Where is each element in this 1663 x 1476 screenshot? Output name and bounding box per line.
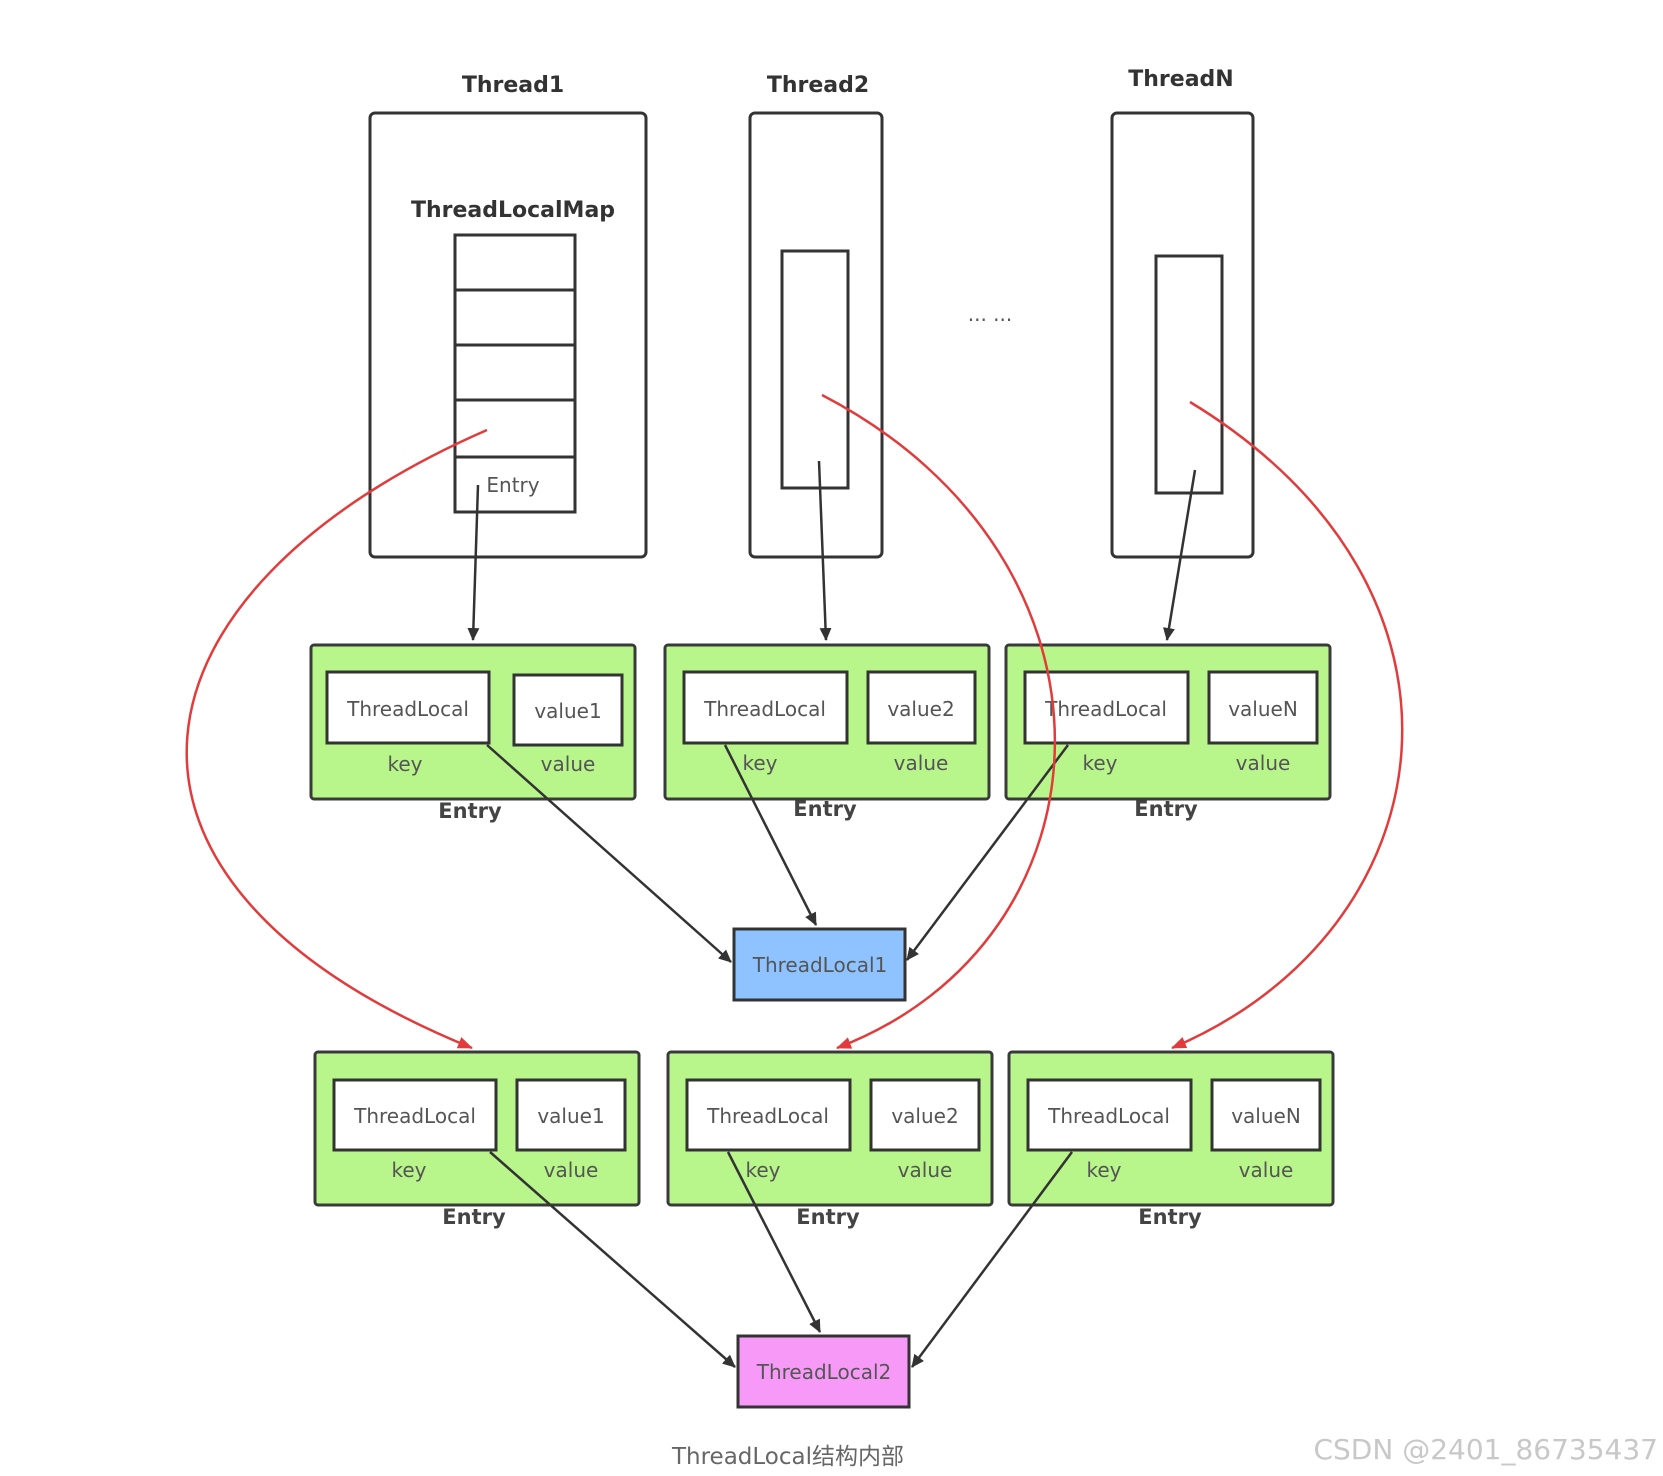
red-arrow-threadn-to-entry-2-3 (1171, 400, 1404, 1050)
entry-1-3-value-label: value (1236, 751, 1291, 775)
entry-1-2-value-text: value2 (887, 697, 954, 721)
thread2-map-box (780, 249, 850, 490)
entry-2-1-key-label: key (391, 1158, 426, 1182)
entry-1-1-value-box (512, 673, 624, 747)
map-cell-2 (453, 288, 577, 347)
threadn-title: ThreadN (1128, 67, 1233, 92)
arrow-thread2-to-entry (817, 460, 832, 641)
entry-1-1-key-box (325, 670, 491, 745)
entry-1-3-key-label: key (1082, 751, 1117, 775)
threadlocalmap-label: ThreadLocalMap (411, 198, 615, 223)
arrow-entry-1-1-to-threadlocal1 (486, 744, 732, 963)
entry-2-3-key-label: key (1086, 1158, 1121, 1182)
entry-2-1-value-label: value (544, 1158, 599, 1182)
thread2-title: Thread2 (767, 73, 869, 98)
entry-1-1-value-text: value1 (534, 699, 601, 723)
entry-1-1-caption: Entry (438, 799, 502, 823)
threadlocalmap-table (453, 233, 577, 514)
entry-2-3: ThreadLocal valueN key value Entry (1007, 1050, 1335, 1229)
threadlocal1-node (732, 927, 907, 1002)
entry-1-1: ThreadLocal value1 key value Entry (309, 643, 637, 823)
entry-2-3-key-box (1026, 1078, 1193, 1152)
entry-2-1-caption: Entry (442, 1205, 506, 1229)
entry-2-1: ThreadLocal value1 key value Entry (313, 1050, 641, 1229)
arrow-entry-2-3-to-threadlocal2 (910, 1151, 1074, 1368)
entry-2-3-value-text: valueN (1231, 1104, 1301, 1128)
entry-2-3-key-text: ThreadLocal (1047, 1104, 1170, 1128)
entry-1-2: ThreadLocal value2 key value Entry (663, 643, 991, 821)
thread1-title: Thread1 (462, 73, 564, 98)
entry-1-3-value-box (1207, 670, 1319, 745)
threadlocal2-node (736, 1334, 911, 1409)
entry-1-3-key-text: ThreadLocal (1044, 697, 1167, 721)
entry-1-1-key-text: ThreadLocal (346, 697, 469, 721)
entry-2-1-key-text: ThreadLocal (353, 1104, 476, 1128)
arrow-entry-1-2-to-threadlocal1 (723, 744, 818, 926)
entry-row-1: ThreadLocal value1 key value Entry Threa… (309, 643, 1332, 823)
entry-2-2-key-text: ThreadLocal (706, 1104, 829, 1128)
entry-1-2-value-label: value (894, 751, 949, 775)
entry-1-2-caption: Entry (793, 797, 857, 821)
entry-1-2-key-label: key (742, 751, 777, 775)
map-entry-label: Entry (486, 473, 539, 497)
entry-2-1-value-box (515, 1078, 627, 1152)
entry-1-3-value-text: valueN (1228, 697, 1298, 721)
entry-2-2: ThreadLocal value2 key value Entry (666, 1050, 994, 1229)
entry-2-2-key-label: key (745, 1158, 780, 1182)
map-cell-1 (453, 233, 577, 292)
red-arrow-thread1-to-entry-2-1 (185, 428, 488, 1050)
entry-2-2-key-box (685, 1078, 852, 1152)
csdn-watermark: CSDN @2401_86735437 (1313, 1433, 1658, 1466)
entry-1-2-key-text: ThreadLocal (703, 697, 826, 721)
arrow-entry-2-2-to-threadlocal2 (726, 1151, 822, 1333)
entry-1-1-key-label: key (387, 752, 422, 776)
entry-2-2-caption: Entry (796, 1205, 860, 1229)
entry-2-2-value-label: value (898, 1158, 953, 1182)
entry-row-2: ThreadLocal value1 key value Entry Threa… (313, 1050, 1335, 1229)
threadn-map-box (1154, 254, 1224, 495)
threadlocal1-label: ThreadLocal1 (752, 953, 888, 977)
entry-1-3: ThreadLocal valueN key value Entry (1004, 643, 1332, 821)
entry-2-3-value-box (1210, 1078, 1322, 1152)
entry-2-2-value-text: value2 (891, 1104, 958, 1128)
map-cell-entry (453, 455, 577, 514)
map-cell-3 (453, 343, 577, 402)
entry-1-2-key-box (682, 670, 849, 745)
more-threads-ellipsis: ··· ··· (968, 308, 1013, 332)
entry-1-1-value-label: value (541, 752, 596, 776)
entry-1-2-value-box (866, 670, 977, 745)
red-arrow-thread2-to-entry-2-2 (821, 393, 1056, 1050)
entry-2-2-value-box (869, 1078, 981, 1152)
entry-2-3-value-label: value (1239, 1158, 1294, 1182)
arrow-entry-2-1-to-threadlocal2 (489, 1151, 736, 1368)
entry-2-1-value-text: value1 (537, 1104, 604, 1128)
arrow-entry-1-3-to-threadlocal1 (905, 744, 1070, 961)
diagram-caption: ThreadLocal结构内部 (671, 1444, 904, 1470)
map-cell-4 (453, 398, 577, 459)
entry-2-3-caption: Entry (1138, 1205, 1202, 1229)
arrow-thread1-to-entry (467, 484, 480, 641)
entry-1-3-caption: Entry (1134, 797, 1198, 821)
entry-2-1-key-box (332, 1078, 498, 1152)
threadlocal2-label: ThreadLocal2 (756, 1360, 892, 1384)
arrow-threadn-to-entry (1163, 469, 1197, 641)
